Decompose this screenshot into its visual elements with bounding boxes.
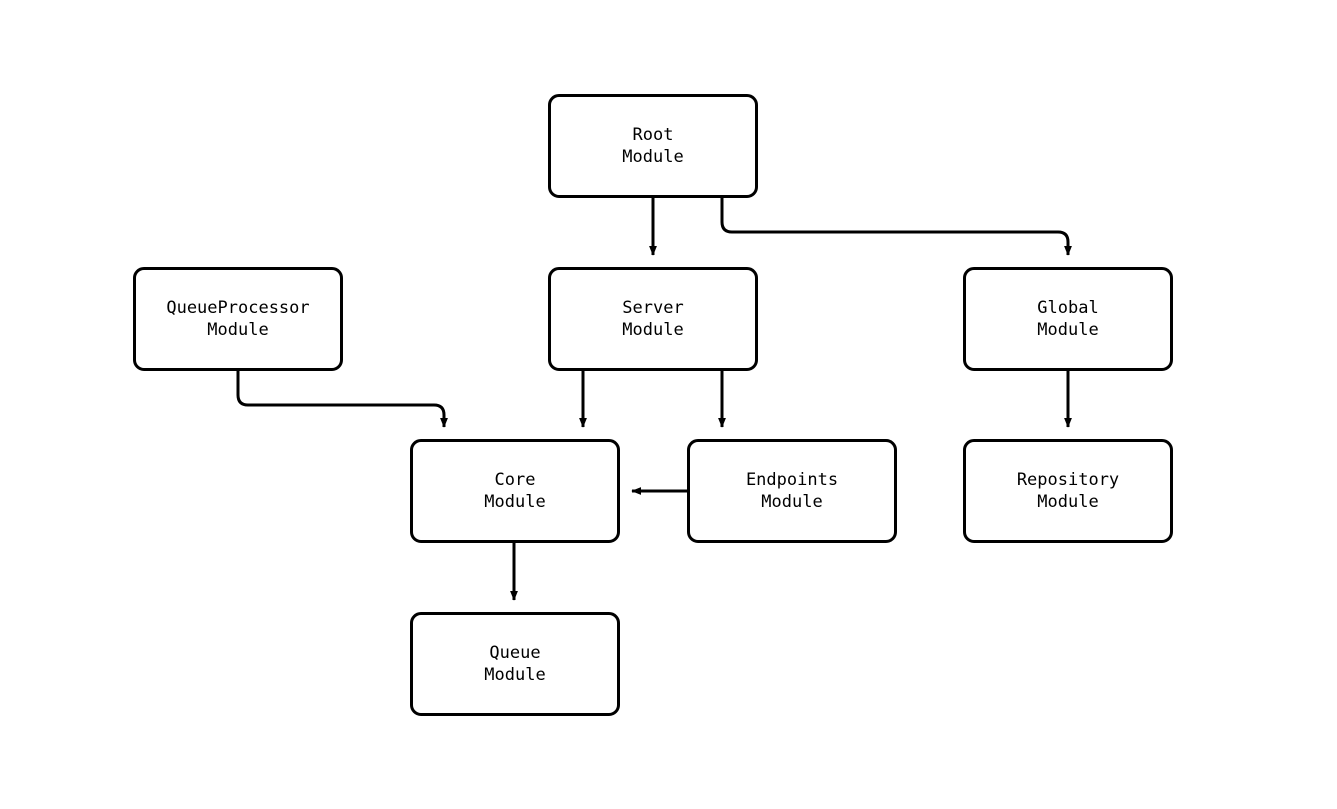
node-global-module[interactable]: Global Module xyxy=(963,267,1173,371)
node-global-module-line2: Module xyxy=(1037,320,1099,340)
node-server-module-line1: Server xyxy=(622,298,684,318)
node-queue-module-line2: Module xyxy=(484,665,546,685)
edge-root-to-global xyxy=(720,198,1072,256)
node-queue-module-line1: Queue xyxy=(489,643,541,663)
node-endpoints-module-line1: Endpoints xyxy=(745,470,839,490)
edge-queueprocessor-to-core xyxy=(236,371,448,428)
node-server-module[interactable]: Server Module xyxy=(548,267,758,371)
node-core-module-line2: Module xyxy=(484,492,546,512)
node-root-module[interactable]: Root Module xyxy=(548,94,758,198)
node-queueprocessor-module-line2: Module xyxy=(207,320,269,340)
node-queueprocessor-module[interactable]: QueueProcessor Module xyxy=(133,267,343,371)
node-root-module-line2: Module xyxy=(622,147,684,167)
node-endpoints-module[interactable]: Endpoints Module xyxy=(687,439,897,543)
node-root-module-line1: Root xyxy=(632,125,674,145)
node-queue-module[interactable]: Queue Module xyxy=(410,612,620,716)
node-global-module-line1: Global xyxy=(1037,298,1099,318)
node-repository-module-line2: Module xyxy=(1037,492,1099,512)
node-core-module-line1: Core xyxy=(494,470,536,490)
node-server-module-line2: Module xyxy=(622,320,684,340)
node-repository-module[interactable]: Repository Module xyxy=(963,439,1173,543)
node-queueprocessor-module-line1: QueueProcessor xyxy=(166,298,310,318)
node-repository-module-line1: Repository xyxy=(1016,470,1120,490)
node-core-module[interactable]: Core Module xyxy=(410,439,620,543)
node-endpoints-module-line2: Module xyxy=(761,492,823,512)
